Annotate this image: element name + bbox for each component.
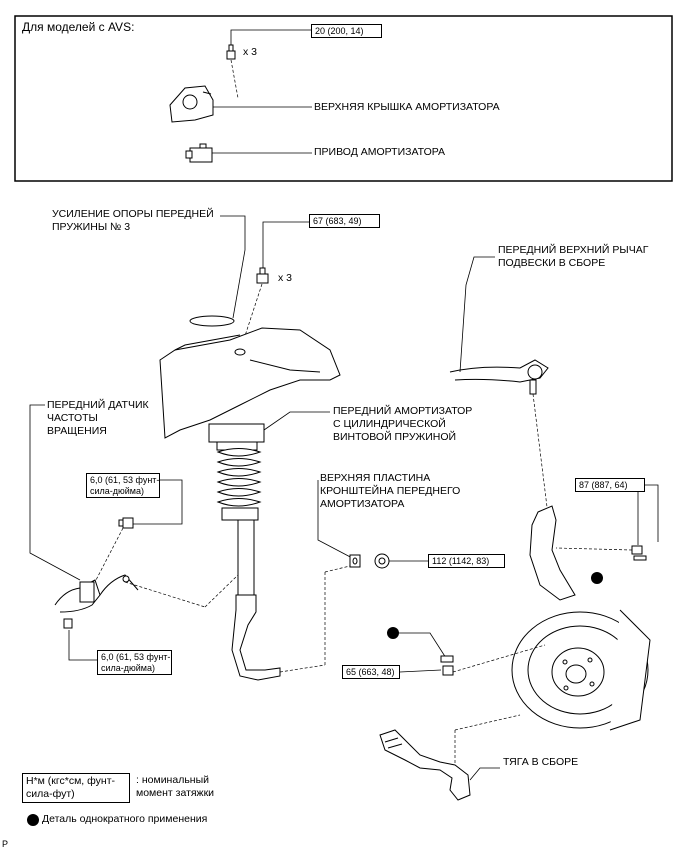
torque-65-box: 65 (663, 48) [342, 665, 400, 679]
legend-unit-desc: : номинальный момент затяжки [136, 774, 215, 799]
legend-unit-box: Н*м (кгс*см, фунт- сила-фут) [22, 773, 130, 803]
qty-mid: x 3 [278, 272, 293, 284]
legend-single-use-dot [27, 814, 39, 826]
single-use-mark [591, 572, 603, 584]
avs-upper-cover-icon [169, 85, 214, 123]
avs-frame [14, 15, 673, 182]
strut-icon [208, 423, 281, 681]
spring-reinforce-label: УСИЛЕНИЕ ОПОРЫ ПЕРЕДНЕЙ ПРУЖИНЫ № 3 [52, 208, 214, 233]
nut-icon [256, 267, 269, 284]
single-use-mark [387, 627, 399, 639]
reinforcement-washer-icon [189, 315, 235, 327]
tie-rod-icon [379, 729, 471, 801]
bracket-plate-icon [349, 554, 361, 568]
speed-sensor-label: ПЕРЕДНИЙ ДАТЧИК ЧАСТОТЫ ВРАЩЕНИЯ [47, 399, 149, 437]
steering-knuckle-icon [529, 505, 576, 601]
upper-arm-label: ПЕРЕДНИЙ ВЕРХНИЙ РЫЧАГ ПОДВЕСКИ В СБОРЕ [498, 244, 649, 269]
upper-cover-label: ВЕРХНЯЯ КРЫШКА АМОРТИЗАТОРА [314, 101, 500, 113]
torque-6-upper-box: 6,0 (61, 53 фунт- сила-дюйма) [86, 473, 160, 498]
avs-actuator-icon [185, 143, 213, 163]
torque-87-box: 87 (887, 64) [575, 478, 645, 492]
avs-torque-leader [230, 29, 312, 45]
sensor-clip-icon [63, 618, 73, 629]
legend-single-use-text: Деталь однократного применения [42, 813, 208, 825]
bracket-nut-icon [374, 553, 390, 569]
sensor-bolt-icon [118, 517, 134, 529]
avs-torque-box: 20 (200, 14) [311, 24, 382, 38]
tie-rod-nut-icon [440, 655, 454, 676]
figure-code: P [2, 839, 9, 849]
avs-header: Для моделей с AVS: [22, 20, 135, 34]
shock-absorber-label: ПЕРЕДНИЙ АМОРТИЗАТОР С ЦИЛИНДРИЧЕСКОЙ ВИ… [333, 405, 473, 443]
avs-bolt-icon [226, 44, 236, 60]
brake-rotor-icon [511, 609, 651, 731]
bracket-plate-label: ВЕРХНЯЯ ПЛАСТИНА КРОНШТЕЙНА ПЕРЕДНЕГО АМ… [320, 472, 461, 510]
actuator-label: ПРИВОД АМОРТИЗАТОРА [314, 146, 446, 158]
shock-tower-panel-icon [159, 327, 341, 439]
ball-joint-nut-icon [631, 545, 647, 561]
tie-rod-label: ТЯГА В СБОРЕ [503, 756, 579, 768]
upper-arm-icon [449, 359, 549, 395]
torque-6-lower-box: 6,0 (61, 53 фунт- сила-дюйма) [97, 650, 172, 675]
torque-112-box: 112 (1142, 83) [428, 554, 505, 568]
torque-67-box: 67 (683, 49) [309, 214, 380, 228]
avs-qty: x 3 [243, 46, 258, 58]
speed-sensor-icon [54, 574, 139, 613]
